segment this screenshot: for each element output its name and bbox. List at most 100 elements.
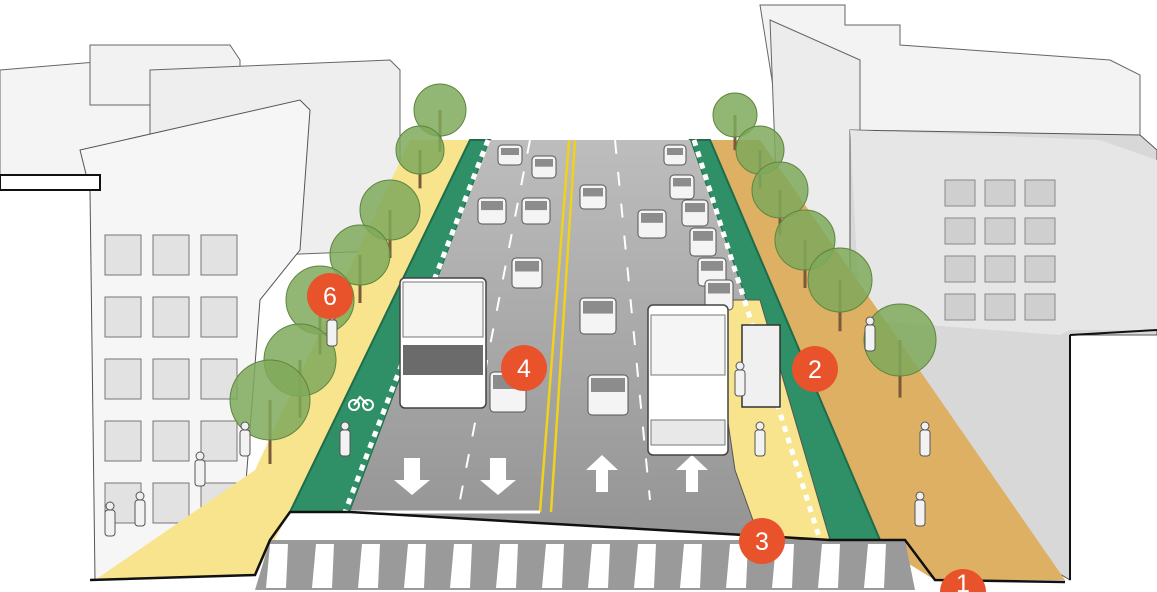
window — [200, 296, 238, 338]
person-body — [104, 509, 116, 537]
window — [104, 296, 142, 338]
window — [984, 255, 1016, 283]
window — [152, 358, 190, 400]
window — [1024, 255, 1056, 283]
window — [104, 420, 142, 462]
crosswalk-bar — [542, 544, 564, 588]
crosswalk-bar — [358, 544, 380, 588]
crosswalk — [255, 540, 915, 590]
car-window — [701, 261, 723, 271]
window — [944, 179, 976, 207]
person-body — [194, 459, 206, 487]
person-body — [864, 324, 876, 352]
window — [1024, 293, 1056, 321]
person-body — [914, 499, 926, 527]
person-head — [915, 491, 925, 501]
person-head — [865, 316, 875, 326]
crosswalk-bar — [266, 544, 288, 588]
tree-canopy — [863, 303, 937, 377]
window — [984, 217, 1016, 245]
window — [104, 358, 142, 400]
callout-label-1: 1 — [956, 570, 970, 592]
window — [200, 420, 238, 462]
bus-left — [399, 277, 487, 409]
callout-label-3: 3 — [755, 528, 769, 556]
crosswalk-bars — [266, 544, 886, 588]
person-body — [919, 429, 931, 457]
tree-canopy — [329, 224, 391, 286]
car-window — [641, 213, 663, 223]
car-window — [583, 301, 613, 314]
person-head — [735, 361, 745, 371]
car-window — [667, 148, 683, 155]
window — [104, 234, 142, 276]
car-window — [535, 159, 553, 167]
street-trees — [229, 83, 937, 464]
person-head — [920, 421, 930, 431]
car-window — [685, 203, 705, 213]
curb-edge — [89, 510, 1066, 584]
tree-canopy — [359, 179, 421, 241]
window — [984, 293, 1016, 321]
window — [152, 420, 190, 462]
crosswalk-bar — [864, 544, 886, 588]
center-line-a — [538, 139, 571, 513]
person-body — [239, 429, 251, 457]
crosswalk-bar — [312, 544, 334, 588]
pedestrians — [104, 311, 931, 537]
person-head — [135, 491, 145, 501]
window — [152, 234, 190, 276]
car-window — [481, 201, 503, 211]
car-window — [525, 201, 547, 211]
tree-canopy — [395, 125, 445, 175]
crosswalk-bar — [588, 544, 610, 588]
callout-label-6: 6 — [323, 283, 337, 311]
window — [944, 217, 976, 245]
tree-canopy — [712, 92, 758, 138]
tree-canopy — [807, 247, 873, 313]
window — [200, 234, 238, 276]
car-window — [591, 378, 625, 392]
window — [944, 255, 976, 283]
crosswalk-bar — [726, 544, 748, 588]
person-head — [240, 421, 250, 431]
tree-canopy — [751, 161, 809, 219]
bus-shelter — [741, 324, 781, 408]
callout-badge-4: 4 — [501, 345, 547, 391]
window — [1024, 179, 1056, 207]
callout-label-2: 2 — [808, 356, 822, 384]
car-window — [501, 148, 519, 155]
car-window — [693, 231, 713, 241]
lane-markings — [459, 139, 651, 501]
crosswalk-bar — [680, 544, 702, 588]
arrow-icon — [394, 455, 708, 495]
person-head — [755, 421, 765, 431]
callout-badge-3: 3 — [739, 518, 785, 564]
crosswalk-bar — [818, 544, 840, 588]
car-window — [583, 188, 603, 197]
window-grid-right — [944, 179, 1056, 321]
window — [152, 296, 190, 338]
center-line-b — [549, 139, 577, 513]
person-body — [326, 319, 338, 347]
car-window — [515, 261, 539, 272]
person-body — [339, 429, 351, 457]
crosswalk-bar — [450, 544, 472, 588]
crosswalk-bar — [404, 544, 426, 588]
car-window — [708, 283, 730, 294]
callout-badge-2: 2 — [792, 346, 838, 392]
person-body — [734, 369, 746, 397]
window — [944, 293, 976, 321]
tree-canopy — [229, 359, 311, 441]
window — [152, 482, 190, 524]
callout-label-4: 4 — [517, 355, 531, 383]
crosswalk-bar — [496, 544, 518, 588]
car-window — [673, 178, 691, 187]
person-head — [340, 421, 350, 431]
person-head — [105, 501, 115, 511]
person-head — [195, 451, 205, 461]
person-body — [134, 499, 146, 527]
callout-badge-1: 1 — [940, 569, 986, 592]
person-body — [754, 429, 766, 457]
